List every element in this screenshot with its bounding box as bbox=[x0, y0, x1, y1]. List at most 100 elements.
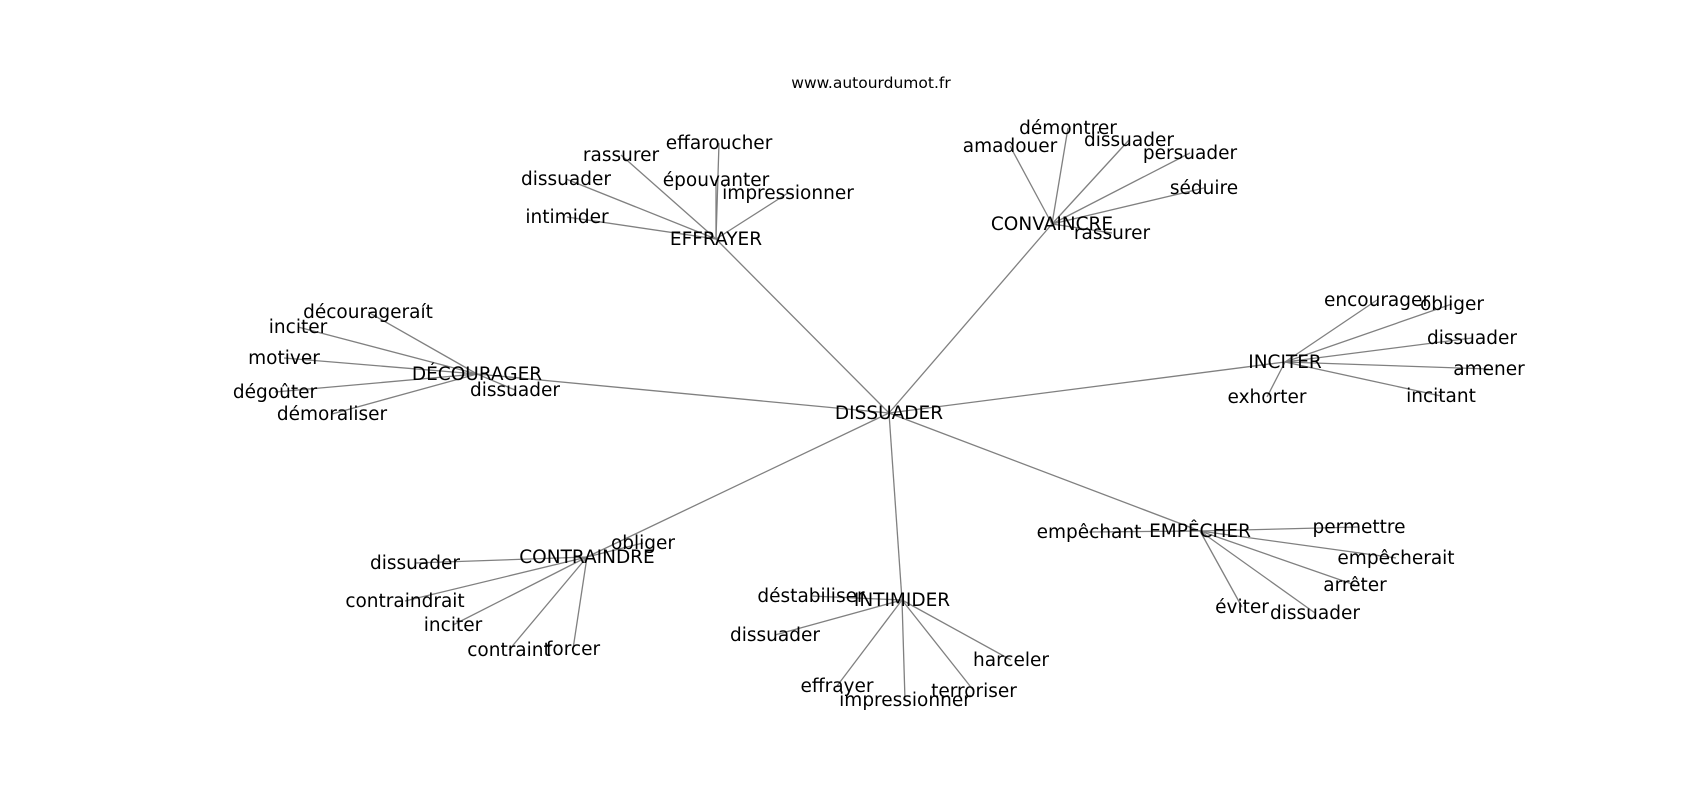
edge-hub-leaf bbox=[1199, 526, 1360, 532]
leaf-node-label: permettre bbox=[1313, 517, 1406, 538]
hub-node-label: DÉCOURAGER bbox=[412, 363, 542, 385]
edge-hub-leaf bbox=[1199, 530, 1316, 614]
edge-hub-leaf bbox=[774, 599, 903, 636]
leaf-node-label: contraindrait bbox=[345, 591, 464, 612]
edge-hub-leaf bbox=[1284, 299, 1378, 363]
edge-hub-leaf bbox=[901, 599, 906, 701]
edge-hub-leaf bbox=[836, 599, 903, 687]
edge-hub-leaf bbox=[1199, 530, 1356, 586]
leaf-node-label: encourager bbox=[1324, 290, 1430, 311]
leaf-node-label: impressionner bbox=[722, 183, 854, 204]
leaf-node-label: démontrer bbox=[1019, 118, 1117, 139]
leaf-node-label: dissuader bbox=[1270, 603, 1360, 624]
edge-hub-leaf bbox=[565, 178, 717, 240]
leaf-node-label: empêcherait bbox=[1337, 548, 1454, 569]
leaf-node-label: effaroucher bbox=[666, 133, 773, 154]
edge-center-hub bbox=[586, 412, 890, 558]
leaf-node-label: séduire bbox=[1170, 178, 1238, 199]
leaf-node-label: dégoûter bbox=[233, 382, 318, 403]
leaf-node-label: épouvanter bbox=[663, 170, 770, 191]
edge-hub-leaf bbox=[1009, 145, 1053, 225]
leaf-node-label: rassurer bbox=[1074, 223, 1151, 244]
edge-hub-leaf bbox=[810, 595, 903, 601]
edge-hub-leaf bbox=[1284, 337, 1473, 363]
edge-hub-leaf bbox=[572, 556, 588, 650]
edge-hub-leaf bbox=[901, 599, 975, 692]
edge-hub-leaf bbox=[1284, 303, 1453, 363]
edge-hub-leaf bbox=[1199, 530, 1397, 559]
hub-node-label: CONTRAINDRE bbox=[519, 547, 654, 568]
leaf-node-label: harceler bbox=[973, 650, 1049, 671]
leaf-node-label: amener bbox=[1453, 359, 1525, 380]
leaf-node-label: intimider bbox=[525, 207, 609, 228]
edge-hub-leaf bbox=[367, 311, 478, 375]
hub-node-label: INTIMIDER bbox=[854, 590, 950, 611]
leaf-node-label: dissuader bbox=[730, 625, 820, 646]
edge-hub-leaf bbox=[1266, 361, 1286, 398]
leaf-node-label: forcer bbox=[546, 639, 601, 660]
leaf-node-label: obliger bbox=[611, 533, 675, 554]
edge-center-hub bbox=[888, 223, 1053, 414]
leaf-node-label: rassurer bbox=[583, 145, 660, 166]
edge-hub-leaf bbox=[476, 373, 516, 391]
leaf-node-label: obliger bbox=[1420, 294, 1484, 315]
edge-hub-leaf bbox=[1284, 361, 1490, 370]
edge-hub-leaf bbox=[508, 556, 588, 651]
edge-hub-leaf bbox=[586, 542, 644, 558]
leaf-node-label: dissuader bbox=[521, 169, 611, 190]
leaf-node-label: empêchant bbox=[1037, 522, 1142, 543]
site-url: www.autourdumot.fr bbox=[791, 74, 951, 92]
edge-hub-leaf bbox=[297, 326, 478, 375]
edge-hub-leaf bbox=[1051, 187, 1205, 225]
leaf-node-label: démoraliser bbox=[277, 404, 388, 425]
edge-hub-leaf bbox=[901, 599, 1012, 661]
leaf-node-label: dissuader bbox=[1084, 130, 1174, 151]
graph-edges bbox=[274, 127, 1490, 701]
hub-node-label: EMPÊCHER bbox=[1149, 520, 1251, 542]
edge-hub-leaf bbox=[1051, 152, 1191, 225]
edge-hub-leaf bbox=[1088, 530, 1201, 533]
edge-center-hub bbox=[888, 412, 1201, 532]
center-node-label: DISSUADER bbox=[835, 403, 943, 424]
edge-center-hub bbox=[888, 412, 903, 601]
leaf-node-label: dissuader bbox=[470, 380, 560, 401]
hub-node-label: CONVAINCRE bbox=[991, 214, 1113, 235]
leaf-node-label: motiver bbox=[248, 348, 320, 369]
leaf-node-label: contraint bbox=[467, 640, 551, 661]
leaf-node-label: effrayer bbox=[800, 676, 873, 697]
leaf-node-label: décourageraít bbox=[303, 302, 433, 323]
edge-hub-leaf bbox=[283, 357, 478, 375]
leaf-node-label: terroriser bbox=[931, 681, 1017, 702]
edge-center-hub bbox=[476, 373, 890, 414]
leaf-node-label: incitant bbox=[1406, 386, 1476, 407]
edge-hub-leaf bbox=[331, 373, 478, 415]
edge-hub-leaf bbox=[404, 556, 588, 602]
leaf-node-label: éviter bbox=[1215, 597, 1269, 618]
leaf-node-label: impressionner bbox=[839, 690, 971, 711]
edge-hub-leaf bbox=[566, 216, 717, 240]
edge-hub-leaf bbox=[452, 556, 588, 626]
edge-hub-leaf bbox=[274, 373, 478, 393]
leaf-node-label: arrêter bbox=[1323, 575, 1387, 596]
edge-hub-leaf bbox=[620, 154, 717, 240]
edge-hub-leaf bbox=[1051, 223, 1113, 234]
edge-hub-leaf bbox=[1051, 139, 1130, 225]
edge-hub-leaf bbox=[414, 556, 588, 564]
edge-hub-leaf bbox=[1051, 127, 1069, 225]
edge-hub-leaf bbox=[1284, 361, 1442, 397]
hub-node-label: INCITER bbox=[1248, 352, 1322, 373]
leaf-node-label: persuader bbox=[1143, 143, 1238, 164]
edge-center-hub bbox=[888, 361, 1286, 414]
leaf-node-label: exhorter bbox=[1228, 387, 1307, 408]
edge-center-hub bbox=[715, 238, 890, 414]
edge-hub-leaf bbox=[715, 192, 789, 240]
edge-hub-leaf bbox=[1199, 530, 1243, 608]
leaf-node-label: amadouer bbox=[963, 136, 1058, 157]
leaf-node-label: dissuader bbox=[1427, 328, 1517, 349]
leaf-node-label: inciter bbox=[424, 615, 483, 636]
leaf-node-label: dissuader bbox=[370, 553, 460, 574]
leaf-node-label: déstabiliser bbox=[757, 586, 865, 607]
hub-node-label: EFFRAYER bbox=[670, 229, 762, 250]
